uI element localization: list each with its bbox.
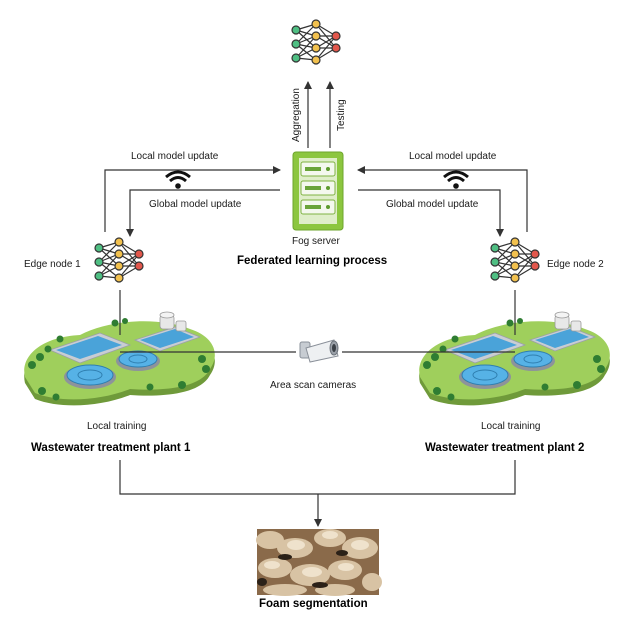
local-training-2-label: Local training (481, 421, 541, 432)
local-training-1-label: Local training (87, 421, 147, 432)
foam-image (256, 529, 382, 596)
wifi-icon-left (164, 170, 192, 191)
plant-1-title: Wastewater treatment plant 1 (31, 442, 191, 454)
aggregation-label: Aggregation (291, 88, 302, 142)
global-model-network-icon (291, 19, 341, 65)
edge-node-2-network-icon (490, 237, 540, 283)
plant-2-title: Wastewater treatment plant 2 (425, 442, 585, 454)
global-model-update-right-label: Global model update (386, 199, 479, 210)
global-update-line-right (358, 189, 504, 237)
fog-server-label: Fog server (292, 236, 340, 247)
federated-learning-title: Federated learning process (237, 255, 388, 267)
global-model-update-left-label: Global model update (149, 199, 242, 210)
global-update-line-left (126, 189, 280, 237)
area-scan-cameras-label: Area scan cameras (270, 380, 357, 391)
server-icon (292, 151, 344, 231)
edge-node-1-label: Edge node 1 (24, 259, 81, 270)
foam-segmentation-title: Foam segmentation (259, 598, 368, 610)
testing-label: Testing (336, 99, 347, 131)
edge-node-1-network-icon (94, 237, 144, 283)
merge-line (119, 460, 516, 495)
edge-node-2-label: Edge node 2 (547, 259, 604, 270)
local-model-update-left-label: Local model update (131, 151, 219, 162)
wifi-icon-right (442, 170, 470, 191)
local-update-line-right (357, 166, 528, 232)
local-update-line-left (104, 166, 281, 232)
camera-icon (299, 339, 339, 363)
local-model-update-right-label: Local model update (409, 151, 497, 162)
